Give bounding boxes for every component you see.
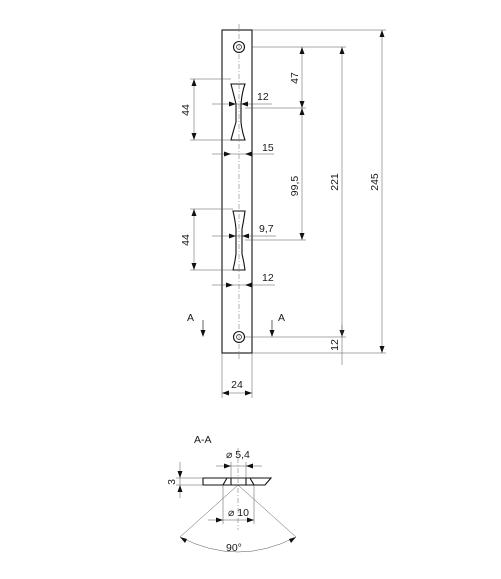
width-dimensions: 12 15 9,7 12 24	[212, 91, 276, 398]
section-cut-markers: A A	[187, 312, 285, 337]
strike-plate-front-view	[221, 24, 253, 360]
dimension-countersink-diameter: ⌀ 10	[228, 507, 249, 519]
dimension-lower-cutout-width: 9,7	[259, 223, 274, 235]
dimension-thickness: 3	[166, 479, 178, 485]
dimension-upper-cutout-height: 44	[180, 104, 192, 116]
dimension-mid-offset: 15	[262, 142, 274, 154]
dimension-hole-diameter: ⌀ 5,4	[226, 449, 250, 461]
dimension-bottom-offset: 12	[329, 339, 341, 351]
dimension-cutout-spacing: 99,5	[289, 176, 301, 197]
section-a-a-view: A-A ⌀ 5,4 3 ⌀ 10 90°	[166, 434, 297, 554]
section-marker-left: A	[187, 312, 194, 324]
section-title: A-A	[194, 434, 212, 446]
dimension-plate-width: 24	[231, 379, 243, 391]
upper-cutout	[230, 83, 246, 141]
countersunk-hole	[222, 477, 255, 486]
cutout-height-dimensions: 44 44	[180, 78, 233, 271]
vertical-dimensions: 47 99,5 221 245 12	[245, 29, 386, 365]
section-marker-right: A	[278, 312, 285, 324]
dimension-total-length: 245	[369, 173, 381, 191]
section-profile	[202, 477, 273, 486]
plate-outline	[221, 29, 253, 354]
dimension-top-to-cutout: 47	[289, 72, 301, 84]
dimension-hole-span: 221	[329, 173, 341, 191]
dimension-countersink-angle: 90°	[226, 542, 242, 554]
dimension-lower-cutout-height: 44	[180, 234, 192, 246]
dimension-lower-offset: 12	[262, 272, 274, 284]
lower-cutout	[232, 210, 246, 271]
dimension-upper-cutout-width: 12	[257, 91, 269, 103]
